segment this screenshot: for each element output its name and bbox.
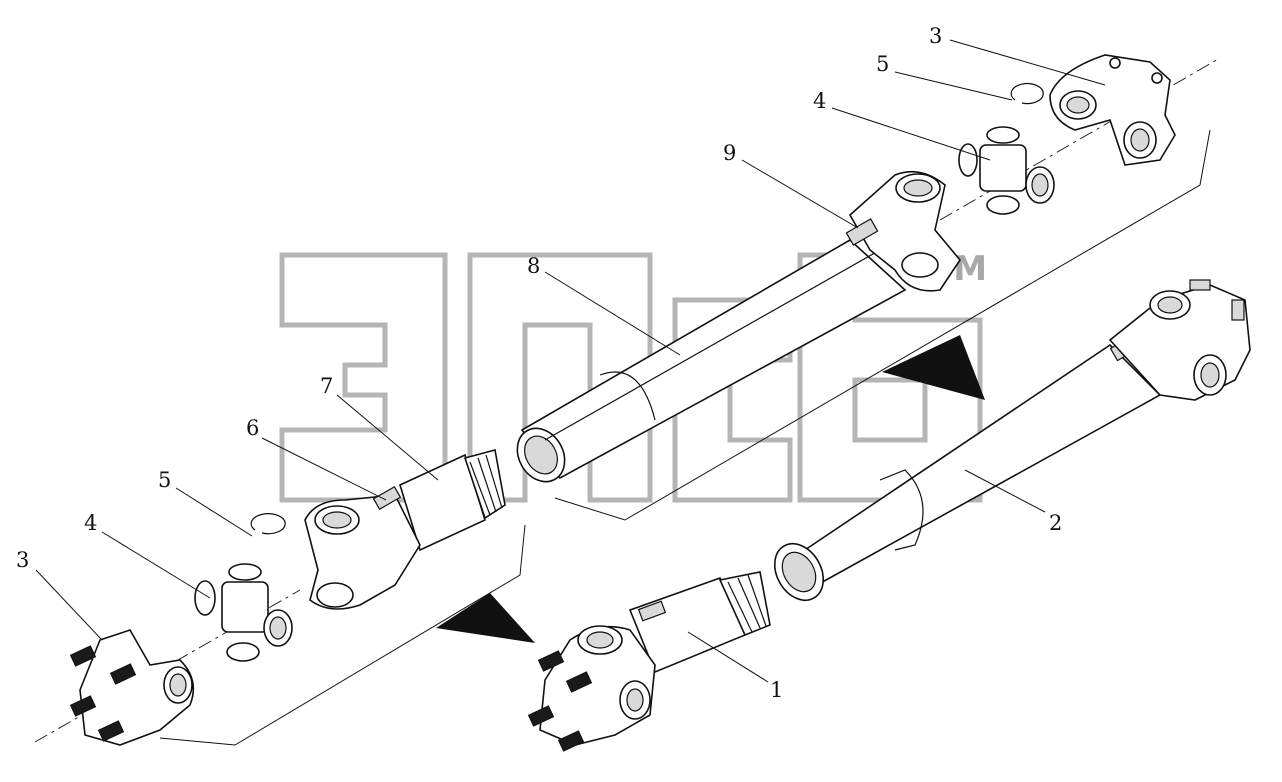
leader-7 xyxy=(336,394,439,481)
callout-1: 1 xyxy=(770,678,783,702)
leader-5-left xyxy=(175,487,253,537)
leader-4-top xyxy=(831,107,991,161)
part-3-top-flange-yoke xyxy=(1049,54,1176,166)
part-1-stub-shaft xyxy=(527,571,771,752)
part-2-lower-tube xyxy=(773,332,1162,602)
leader-6 xyxy=(261,437,387,501)
leader-2 xyxy=(964,469,1046,513)
part-7-splined-shaft xyxy=(399,449,506,552)
leader-1 xyxy=(687,631,769,683)
leader-3-top xyxy=(949,39,1106,86)
callout-4-top: 4 xyxy=(813,89,826,113)
callout-9: 9 xyxy=(723,141,736,165)
callout-6: 6 xyxy=(246,416,259,440)
guide-line-upper xyxy=(554,129,1211,521)
part-2-right-joint xyxy=(1108,279,1251,401)
leader-3-left xyxy=(35,569,103,641)
part-9-upper-yoke xyxy=(845,170,961,292)
callout-8: 8 xyxy=(527,254,540,278)
callout-3-top: 3 xyxy=(929,24,942,48)
callout-5-top: 5 xyxy=(876,52,889,76)
leader-5-top xyxy=(894,71,1013,101)
part-5-top-snap-ring xyxy=(1010,82,1044,105)
part-3-left-flange-yoke xyxy=(69,629,195,746)
leader-8 xyxy=(544,271,681,356)
callout-3-left: 3 xyxy=(16,548,29,572)
part-4-left-spider xyxy=(194,563,293,662)
callout-7: 7 xyxy=(320,374,333,398)
callout-5-left: 5 xyxy=(158,468,171,492)
part-5-left-snap-ring xyxy=(250,513,286,535)
part-4-top-spider xyxy=(958,126,1055,215)
part-8-upper-tube xyxy=(516,239,907,483)
direction-arrow-upper xyxy=(882,335,985,400)
guide-line-lower xyxy=(159,524,526,746)
part-6-slip-yoke xyxy=(304,485,421,610)
direction-arrow-lower xyxy=(436,593,535,643)
callout-2: 2 xyxy=(1049,511,1062,535)
callout-4-left: 4 xyxy=(84,511,97,535)
leader-4-left xyxy=(101,531,211,599)
leader-9 xyxy=(741,159,859,229)
